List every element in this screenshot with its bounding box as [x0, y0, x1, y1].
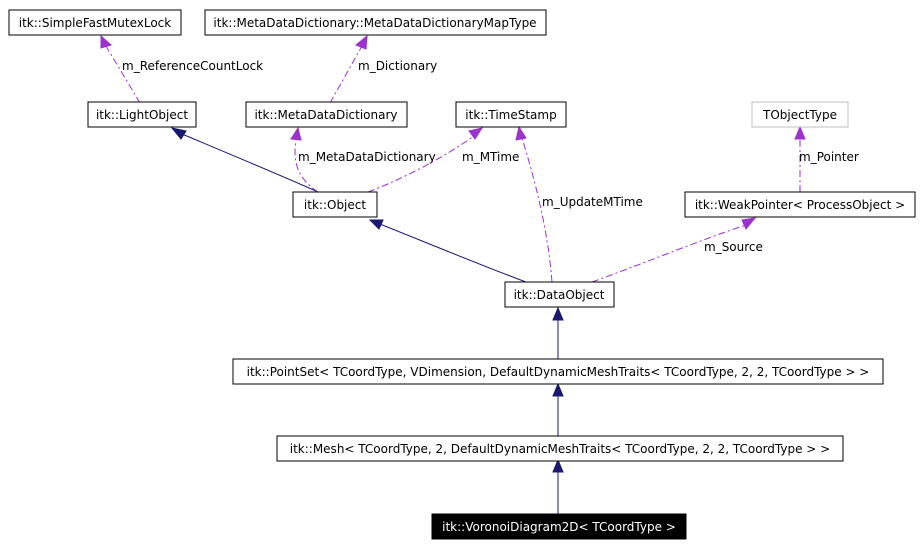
node-label-object: itk::Object [304, 198, 366, 212]
node-label-point-set: itk::PointSet< TCoordType, VDimension, D… [247, 365, 870, 379]
node-label-metadata-map-type: itk::MetaDataDictionary::MetaDataDiction… [213, 16, 536, 30]
node-label-light-object: itk::LightObject [96, 108, 188, 122]
node-voronoi-diagram-2d[interactable]: itk::VoronoiDiagram2D< TCoordType > [431, 513, 687, 540]
node-time-stamp[interactable]: itk::TimeStamp [455, 101, 567, 128]
edge-metadata-dictionary: m_MetaDataDictionary [290, 126, 436, 193]
edge-inherit-mesh-pointset [552, 382, 564, 436]
edge-inherit-object-lightobject [170, 127, 319, 193]
edge-inherit-voronoi-mesh [552, 458, 564, 514]
edge-label-pointer: m_Pointer [799, 150, 859, 164]
node-data-object[interactable]: itk::DataObject [504, 281, 615, 308]
node-light-object[interactable]: itk::LightObject [87, 101, 197, 128]
node-metadata-map-type[interactable]: itk::MetaDataDictionary::MetaDataDiction… [204, 9, 547, 36]
edge-label-reference-count-lock: m_ReferenceCountLock [122, 59, 263, 73]
node-label-metadata-dictionary: itk::MetaDataDictionary [254, 108, 397, 122]
edge-reference-count-lock: m_ReferenceCountLock [100, 34, 263, 104]
node-point-set[interactable]: itk::PointSet< TCoordType, VDimension, D… [232, 358, 884, 385]
node-label-weak-pointer: itk::WeakPointer< ProcessObject > [695, 198, 905, 212]
edge-pointer: m_Pointer [794, 125, 859, 192]
node-tobject-type[interactable]: TObjectType [751, 101, 849, 128]
node-label-simple-fast-mutex-lock: itk::SimpleFastMutexLock [19, 16, 172, 30]
node-label-mesh: itk::Mesh< TCoordType, 2, DefaultDynamic… [290, 442, 830, 456]
node-label-voronoi-diagram-2d: itk::VoronoiDiagram2D< TCoordType > [442, 520, 676, 534]
node-mesh[interactable]: itk::Mesh< TCoordType, 2, DefaultDynamic… [276, 435, 844, 462]
edge-label-dictionary: m_Dictionary [358, 59, 437, 73]
edge-mtime: m_MTime [367, 127, 519, 193]
edge-dictionary: m_Dictionary [329, 34, 437, 104]
node-metadata-dictionary[interactable]: itk::MetaDataDictionary [245, 101, 408, 128]
node-object[interactable]: itk::Object [292, 191, 378, 218]
edge-label-metadata-dictionary: m_MetaDataDictionary [298, 150, 436, 164]
edge-update-mtime: m_UpdateMTime [515, 125, 643, 283]
edge-label-mtime: m_MTime [462, 150, 519, 164]
node-label-time-stamp: itk::TimeStamp [465, 108, 556, 122]
edge-inherit-pointset-dataobject [552, 306, 564, 360]
node-simple-fast-mutex-lock[interactable]: itk::SimpleFastMutexLock [8, 9, 182, 36]
node-label-tobject-type: TObjectType [762, 108, 837, 122]
edge-label-source: m_Source [704, 240, 763, 254]
node-weak-pointer[interactable]: itk::WeakPointer< ProcessObject > [684, 191, 916, 218]
edge-label-update-mtime: m_UpdateMTime [542, 195, 643, 209]
node-label-data-object: itk::DataObject [514, 288, 605, 302]
edge-source: m_Source [591, 217, 763, 283]
edge-inherit-dataobject-object [368, 219, 527, 283]
